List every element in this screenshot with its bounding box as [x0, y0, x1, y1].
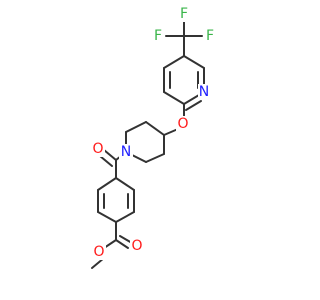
bond-py-3: [163, 91, 185, 105]
pyridine-nitrogen-label: N: [199, 84, 209, 100]
molecule-svg: F F F N O O N O O: [91, 6, 216, 269]
fluorine-label: F: [206, 28, 214, 44]
pyridine-ring: [163, 55, 205, 111]
ether-oxygen-label: O: [177, 116, 188, 132]
bond-ester-c-o-double-a: [115, 239, 129, 249]
bond-py-1: [163, 55, 185, 69]
piperidine-nitrogen-label: N: [121, 144, 131, 160]
fluorine-label: F: [180, 6, 188, 22]
ester-carbonyl-oxygen-label: O: [131, 238, 142, 254]
molecule-diagram: F F F N O O N O O: [91, 6, 216, 269]
bond-bz-6: [115, 177, 135, 191]
bond-carbonyl-o-double: [99, 155, 113, 167]
fluorine-label: F: [154, 28, 162, 44]
ester-oxygen-label: O: [93, 244, 104, 260]
amide-oxygen-label: O: [92, 141, 103, 157]
bond-bz-3: [97, 211, 117, 223]
bond-py-3-double: [185, 100, 202, 111]
bond-pip-1: [145, 121, 165, 136]
bond-pip-2: [125, 121, 147, 133]
bond-o-piperidine: [163, 128, 179, 136]
benzene-ring: [97, 177, 135, 223]
atom-labels: F F F N O O N O O: [91, 6, 216, 260]
bond-bz-4: [115, 211, 135, 223]
bond-carbonyl-o: [103, 149, 117, 161]
bond-bz-1: [97, 177, 117, 191]
bond-pip-5: [145, 153, 165, 163]
bond-py-6: [183, 55, 205, 69]
